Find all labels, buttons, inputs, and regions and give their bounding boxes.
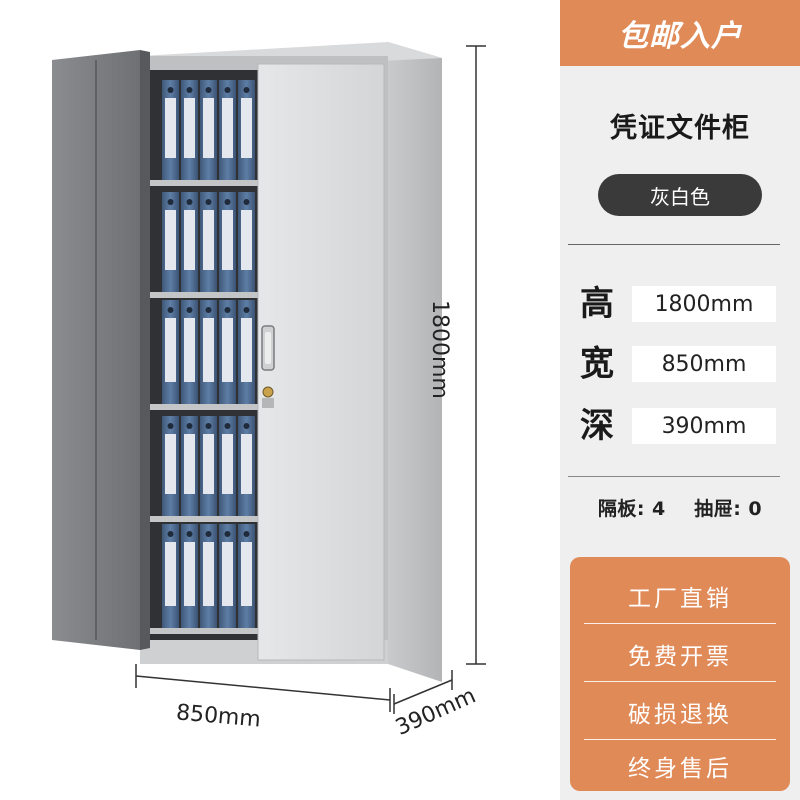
binder-ring-hole [167,423,174,429]
binder-ring-hole [224,423,231,429]
binder-ring-hole [243,307,250,313]
binder-ring-hole [224,87,231,93]
shelf [150,180,260,186]
binder-label [222,210,233,270]
binder-ring-hole [224,199,231,205]
binder-label [241,318,252,382]
divider [584,623,776,624]
binder-label [203,318,214,382]
shelf [150,628,260,634]
cabinet-side [388,42,442,682]
binder-label [165,98,176,158]
binder-ring-hole [167,87,174,93]
binder-row [162,524,255,628]
dimension-row-height: 高 1800mm [560,282,800,326]
binder-label [222,98,233,158]
binder-label [222,434,233,494]
dimension-row-width: 宽 850mm [560,342,800,386]
binder-row [162,80,255,180]
depth-dimension-line [393,670,453,714]
height-dimension-line [466,45,486,665]
service-list: 工厂直销 免费开票 破损退换 终身售后 [570,557,790,791]
binder-label [203,98,214,158]
binder-ring-hole [186,531,193,537]
binder-ring-hole [205,531,212,537]
shelf [150,292,260,298]
dimension-row-depth: 深 390mm [560,404,800,448]
binder-ring-hole [243,423,250,429]
service-item-lifetime-support: 终身售后 [628,756,732,782]
binder-label [203,542,214,606]
service-item-invoice: 免费开票 [628,644,732,670]
color-option-badge: 灰白色 [598,174,762,216]
binder-ring-hole [186,199,193,205]
binder-label [165,434,176,494]
binder-row [162,416,255,516]
binder-ring-hole [167,199,174,205]
binder-row [162,300,255,404]
binder-label [203,210,214,270]
binder-ring-hole [243,531,250,537]
dimension-label: 宽 [580,344,614,384]
shelf-drawer-specs: 隔板: 4 抽屉: 0 [597,498,763,520]
binder-label [184,434,195,494]
shelf [150,404,260,410]
dimension-value: 850mm [632,346,776,382]
binder-label [241,210,252,270]
width-dimension-line [135,664,391,712]
dimension-label: 高 [580,284,614,324]
binder-label [241,542,252,606]
cabinet-drawing [52,42,486,714]
binder-ring-hole [205,423,212,429]
binder-label [165,318,176,382]
shelves [150,80,260,634]
binder-ring-hole [205,87,212,93]
binder-ring-hole [167,307,174,313]
binder-ring-hole [243,199,250,205]
dimension-value: 1800mm [632,286,776,322]
binder-ring-hole [205,307,212,313]
shelf [150,516,260,522]
binder-ring-hole [186,423,193,429]
height-dimension-label: 1800mm [427,300,452,399]
door-lock [262,386,274,398]
binder-label [203,434,214,494]
binder-row [162,192,255,292]
binder-ring-hole [186,307,193,313]
binder-label [222,318,233,382]
binder-label [241,98,252,158]
dimension-label: 深 [580,406,614,446]
binder-label [241,434,252,494]
free-delivery-banner: 包邮入户 [560,0,800,66]
binder-label [184,318,195,382]
binder-label [165,542,176,606]
service-item-factory-direct: 工厂直销 [628,586,732,612]
binder-label [222,542,233,606]
cabinet-right-door [257,63,385,661]
divider [584,739,776,740]
product-name: 凭证文件柜 [610,113,750,144]
binder-label [184,210,195,270]
binder-label [184,98,195,158]
divider [568,476,780,477]
dimension-value: 390mm [632,408,776,444]
product-illustration: 1800mm 850mm 390mm [52,42,486,741]
binder-label [165,210,176,270]
binder-ring-hole [224,531,231,537]
binder-ring-hole [224,307,231,313]
divider [584,681,776,682]
divider [568,244,780,245]
binder-label [184,542,195,606]
service-item-damage-return: 破损退换 [628,702,732,728]
binder-ring-hole [186,87,193,93]
binder-ring-hole [205,199,212,205]
info-panel: 包邮入户 凭证文件柜 灰白色 高 1800mm 宽 850mm 深 390mm … [560,0,800,800]
binder-ring-hole [243,87,250,93]
binder-ring-hole [167,531,174,537]
